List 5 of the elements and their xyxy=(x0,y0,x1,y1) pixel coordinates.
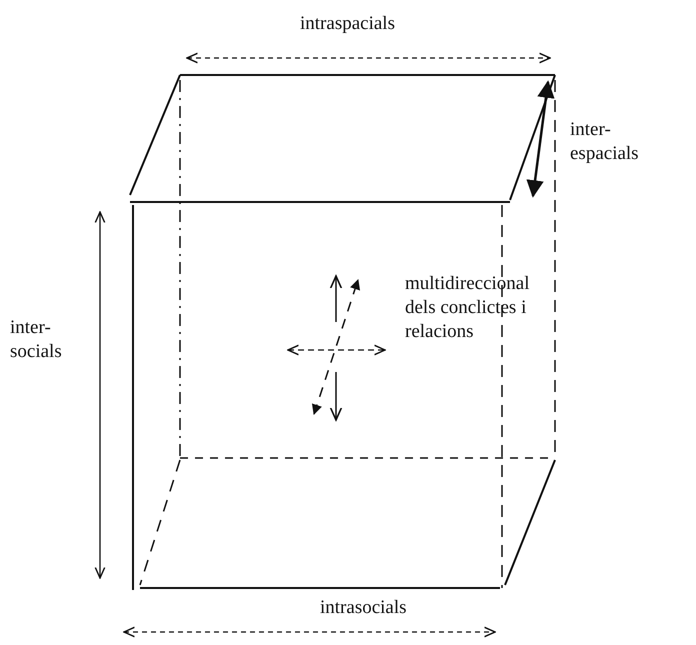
axis-label: multidireccional dels conclictes i relacions xyxy=(405,272,531,344)
axis-label: intrasocials xyxy=(320,596,407,620)
axis-label: inter- socials xyxy=(10,316,63,364)
axis-label: inter- espacials xyxy=(570,118,640,166)
axis-label: intraspacials xyxy=(300,12,395,36)
